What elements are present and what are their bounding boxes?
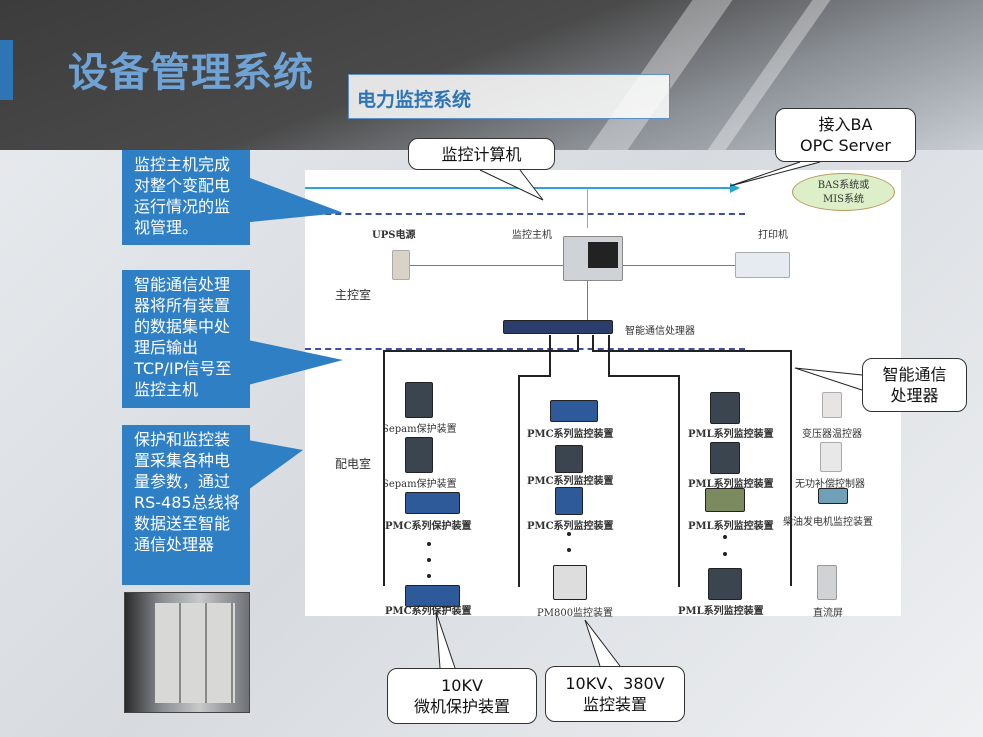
- ups-icon: [392, 250, 410, 280]
- note-devices: 保护和监控装置采集各种电量参数，通过RS-485总线将数据送至智能通信处理器: [122, 425, 250, 585]
- printer-label: 打印机: [758, 230, 788, 241]
- callout-text: 10KV: [441, 676, 483, 695]
- device-label: PMC系列监控装置: [527, 476, 614, 487]
- transformer-controller-icon: [822, 392, 842, 418]
- note-processor: 智能通信处理器将所有装置的数据集中处理后输出TCP/IP信号至监控主机: [122, 270, 250, 408]
- ups-label: UPS电源: [372, 230, 416, 241]
- device-label: PML系列监控装置: [688, 479, 774, 490]
- device-label: PMC系列保护装置: [385, 606, 472, 617]
- pmc-monitor-icon: [550, 400, 598, 422]
- device-label: 直流屏: [813, 608, 843, 619]
- bus-1: [383, 350, 385, 586]
- bas-label: BAS系统或: [817, 180, 870, 191]
- title-accent-bar: [0, 40, 13, 100]
- mis-label: MIS系统: [822, 194, 865, 205]
- device-label: Sepam保护装置: [382, 424, 457, 435]
- pmc-monitor-icon: [555, 487, 583, 515]
- dc-panel-icon: [817, 565, 837, 600]
- processor-label: 智能通信处理器: [625, 326, 695, 337]
- switchgear-photo: [124, 592, 250, 713]
- note-host: 监控主机完成对整个变配电运行情况的监视管理。: [122, 150, 250, 245]
- reactive-compensator-icon: [820, 442, 842, 472]
- callout-text: 处理器: [890, 386, 939, 405]
- note-text: 监控主机完成对整个变配电运行情况的监视管理。: [134, 155, 231, 237]
- callout-text: 接入BA: [818, 115, 873, 134]
- callout-processor: 智能通信处理器: [862, 358, 967, 412]
- callout-10kv: 10KV 微机保护装置: [387, 668, 537, 724]
- pml-monitor-icon: [708, 568, 742, 600]
- pml-monitor-icon: [710, 392, 740, 424]
- device-label: PMC系列监控装置: [527, 429, 614, 440]
- main-room-label: 主控室: [335, 288, 372, 302]
- pmc-monitor-icon: [555, 445, 583, 473]
- device-label: 柴油发电机监控装置: [783, 517, 873, 528]
- pml-monitor-icon: [705, 488, 745, 512]
- callout-opc: 接入BA OPC Server: [775, 108, 916, 162]
- printer-link: [623, 265, 735, 266]
- ups-link: [410, 265, 563, 266]
- note-text: 智能通信处理器将所有装置的数据集中处理后输出TCP/IP信号至监控主机: [134, 275, 232, 399]
- printer-icon: [735, 252, 790, 278]
- sepam-device-icon: [405, 382, 433, 418]
- bus-2: [518, 375, 520, 587]
- sepam-device-icon: [405, 437, 433, 473]
- note-pointer: [248, 340, 343, 385]
- pml-monitor-icon: [710, 442, 740, 474]
- callout-text: 智能通信: [882, 365, 947, 384]
- device-label: 无功补偿控制器: [795, 479, 865, 490]
- callout-380v: 10KV、380V 监控装置: [545, 666, 685, 722]
- processor-link: [587, 281, 588, 321]
- device-label: PM800监控装置: [537, 608, 614, 619]
- device-label: PML系列监控装置: [688, 429, 774, 440]
- computer-icon: [563, 236, 623, 281]
- device-label: 变压器温控器: [802, 429, 862, 440]
- callout-text: 微机保护装置: [413, 697, 510, 716]
- bus-3: [678, 375, 680, 587]
- note-text: 保护和监控装置采集各种电量参数，通过RS-485总线将数据送至智能通信处理器: [134, 430, 240, 554]
- device-label: PML系列监控装置: [688, 521, 774, 532]
- callout-text: OPC Server: [800, 136, 891, 155]
- bas-mis-ellipse: BAS系统或 MIS系统: [792, 173, 895, 211]
- callout-text: 监控计算机: [441, 145, 522, 164]
- callout-computer: 监控计算机: [408, 138, 555, 170]
- pm800-icon: [553, 565, 587, 600]
- processor-icon: [503, 320, 613, 334]
- page-title: 设备管理系统: [68, 50, 314, 96]
- section-title: 电力监控系统: [348, 74, 670, 119]
- pmc-protection-icon: [405, 492, 460, 514]
- generator-monitor-icon: [818, 488, 848, 504]
- pmc-protection-icon: [405, 585, 460, 607]
- zone-divider-bottom: [305, 348, 745, 350]
- distribution-room-label: 配电室: [335, 457, 372, 471]
- device-label: PML系列监控装置: [678, 606, 764, 617]
- host-label: 监控主机: [512, 230, 552, 241]
- uplink-line: [587, 188, 588, 228]
- power-monitoring-diagram: BAS系统或 MIS系统 UPS电源 监控主机 打印机 主控室 智能通信处理器 …: [305, 170, 901, 619]
- device-label: PMC系列保护装置: [385, 521, 472, 532]
- zone-divider-top: [305, 213, 745, 215]
- device-label: PMC系列监控装置: [527, 521, 614, 532]
- bus-4: [790, 350, 792, 586]
- callout-text: 监控装置: [582, 695, 647, 714]
- note-pointer: [248, 440, 303, 490]
- callout-text: 10KV、380V: [565, 674, 665, 693]
- arrow-icon: [730, 183, 740, 193]
- device-label: Sepam保护装置: [382, 479, 457, 490]
